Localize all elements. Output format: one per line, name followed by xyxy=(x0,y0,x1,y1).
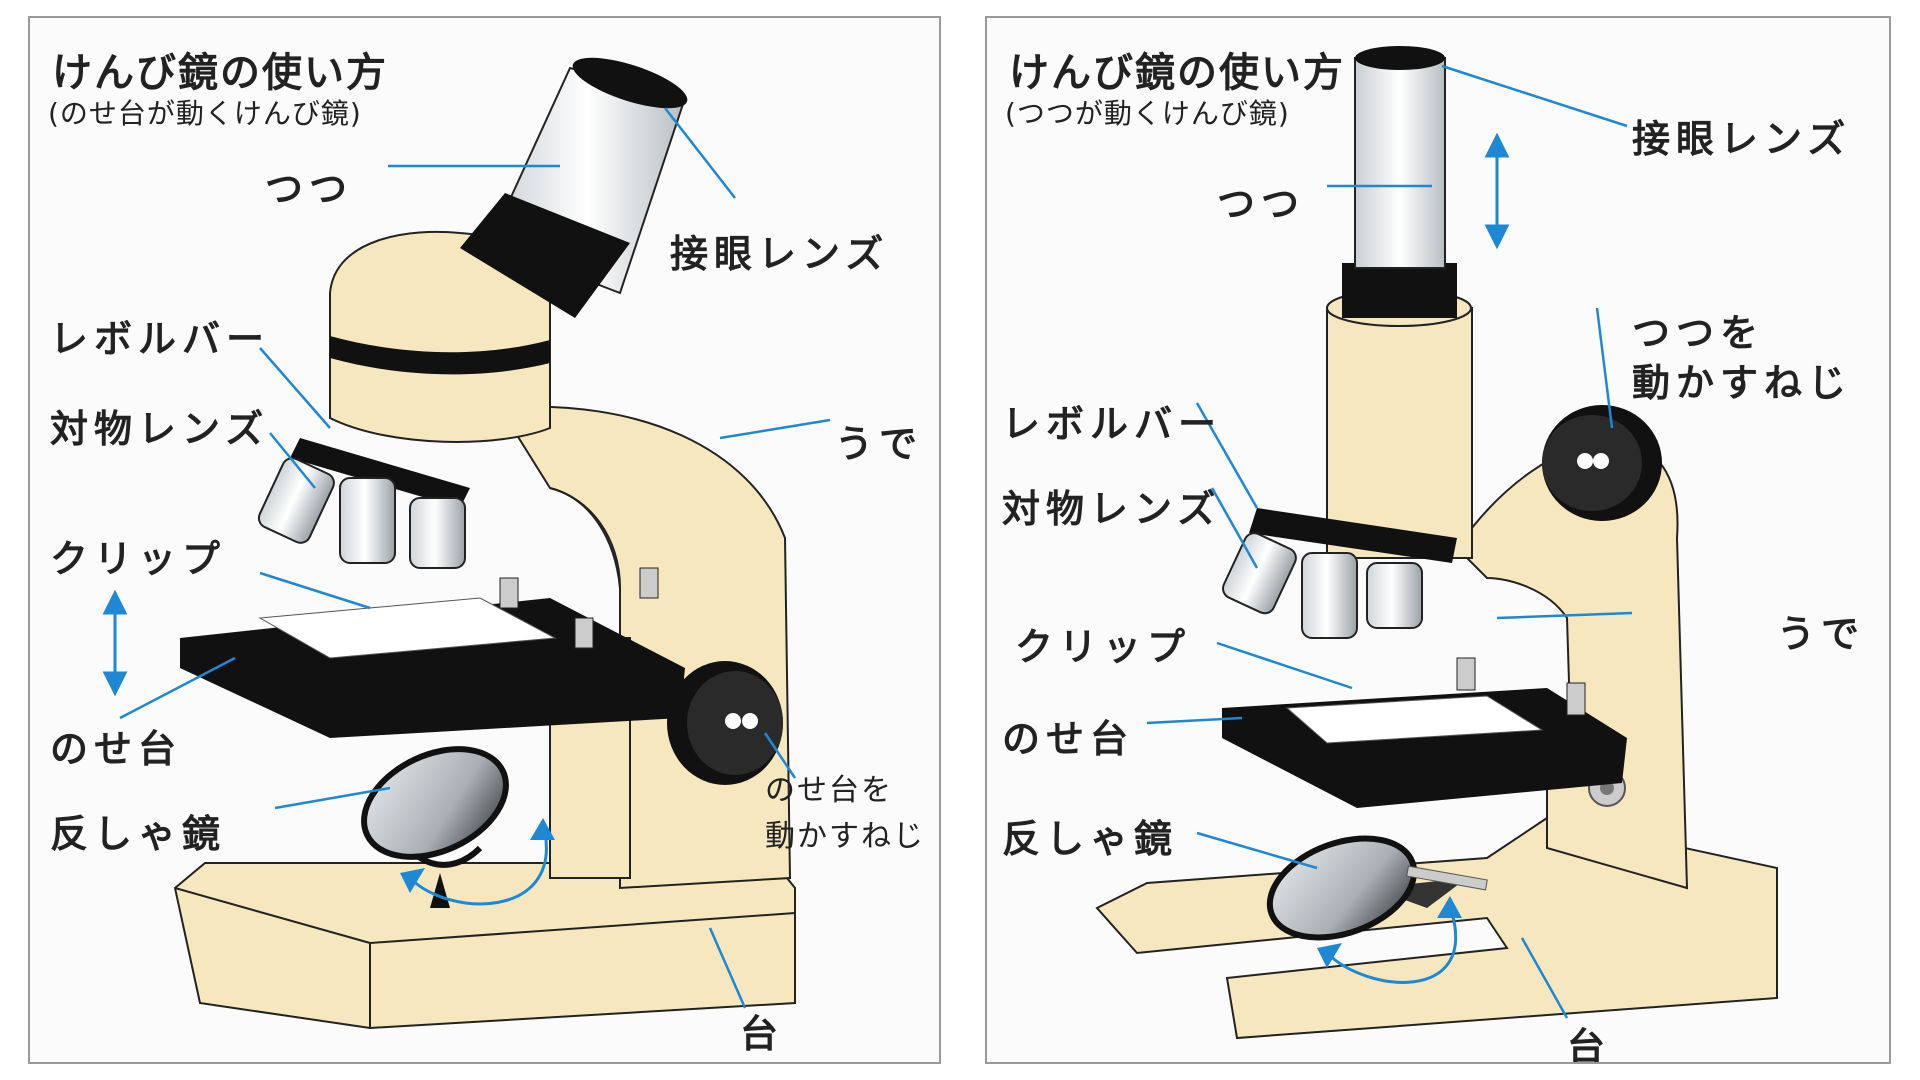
panel-title: けんび鏡の使い方 xyxy=(52,50,388,96)
label-stage: のせ台 xyxy=(1002,717,1135,761)
label-revolver: レボルバー xyxy=(50,317,271,361)
eyepiece-tube xyxy=(460,57,688,318)
panel-tube-moving-microscope: けんび鏡の使い方 (つつが動くけんび鏡) 接眼レンズ つつ つつを 動かすねじ … xyxy=(985,16,1891,1064)
label-clip: クリップ xyxy=(1015,625,1192,669)
leader-lines xyxy=(119,107,831,1009)
microscope-illustration-left xyxy=(102,57,831,1030)
label-base: 台 xyxy=(1567,1025,1612,1064)
stage xyxy=(1222,657,1627,808)
mirror-rotation-arrow xyxy=(400,818,555,906)
microscope-illustration-right xyxy=(1095,46,1778,1040)
label-objective: 対物レンズ xyxy=(50,407,270,451)
head xyxy=(329,230,551,443)
panel-stage-moving-microscope: けんび鏡の使い方 (のせ台が動くけんび鏡) つつ 接眼レンズ レボルバー 対物レ… xyxy=(28,16,941,1064)
label-mirror: 反しゃ鏡 xyxy=(1002,817,1179,861)
leader-lines xyxy=(1146,64,1633,1019)
label-revolver: レボルバー xyxy=(1002,402,1223,446)
mirror xyxy=(1266,835,1488,941)
label-arm: うで xyxy=(835,422,924,466)
label-tube-knob-line2: 動かすねじ xyxy=(1632,361,1853,405)
label-arm: うで xyxy=(1777,612,1866,656)
panel-title: けんび鏡の使い方 xyxy=(1009,50,1345,96)
tube-knob xyxy=(1542,405,1662,521)
label-clip: クリップ xyxy=(50,537,227,581)
panel-subtitle: (つつが動くけんび鏡) xyxy=(1005,97,1290,130)
tube xyxy=(1326,46,1473,559)
revolver-objectives xyxy=(1222,508,1457,639)
mirror xyxy=(361,746,509,908)
mirror-rotation-arrow xyxy=(1317,896,1462,984)
base xyxy=(173,862,796,1030)
tube-movement-arrow xyxy=(1484,132,1510,250)
panel-subtitle: (のせ台が動くけんび鏡) xyxy=(48,97,362,130)
stage xyxy=(180,567,685,738)
label-tube: つつ xyxy=(1217,182,1306,226)
label-stage: のせ台 xyxy=(50,727,183,771)
label-stage-knob: のせ台を 動かすねじ xyxy=(765,768,925,860)
label-stage-knob-line2: 動かすねじ xyxy=(765,819,925,854)
label-tube-knob: つつを 動かすねじ xyxy=(1632,308,1852,408)
stage-movement-arrow xyxy=(102,589,128,697)
revolver-objectives xyxy=(257,438,470,569)
label-tube-knob-line1: つつを xyxy=(1632,311,1765,355)
base xyxy=(1095,816,1778,1040)
label-base: 台 xyxy=(740,1012,785,1056)
label-tube: つつ xyxy=(265,167,354,211)
label-eyepiece: 接眼レンズ xyxy=(670,232,890,276)
label-objective: 対物レンズ xyxy=(1002,487,1222,531)
label-eyepiece: 接眼レンズ xyxy=(1632,117,1852,161)
label-mirror: 反しゃ鏡 xyxy=(50,812,227,856)
stage-knob xyxy=(667,661,783,785)
label-stage-knob-line1: のせ台を xyxy=(765,773,893,808)
